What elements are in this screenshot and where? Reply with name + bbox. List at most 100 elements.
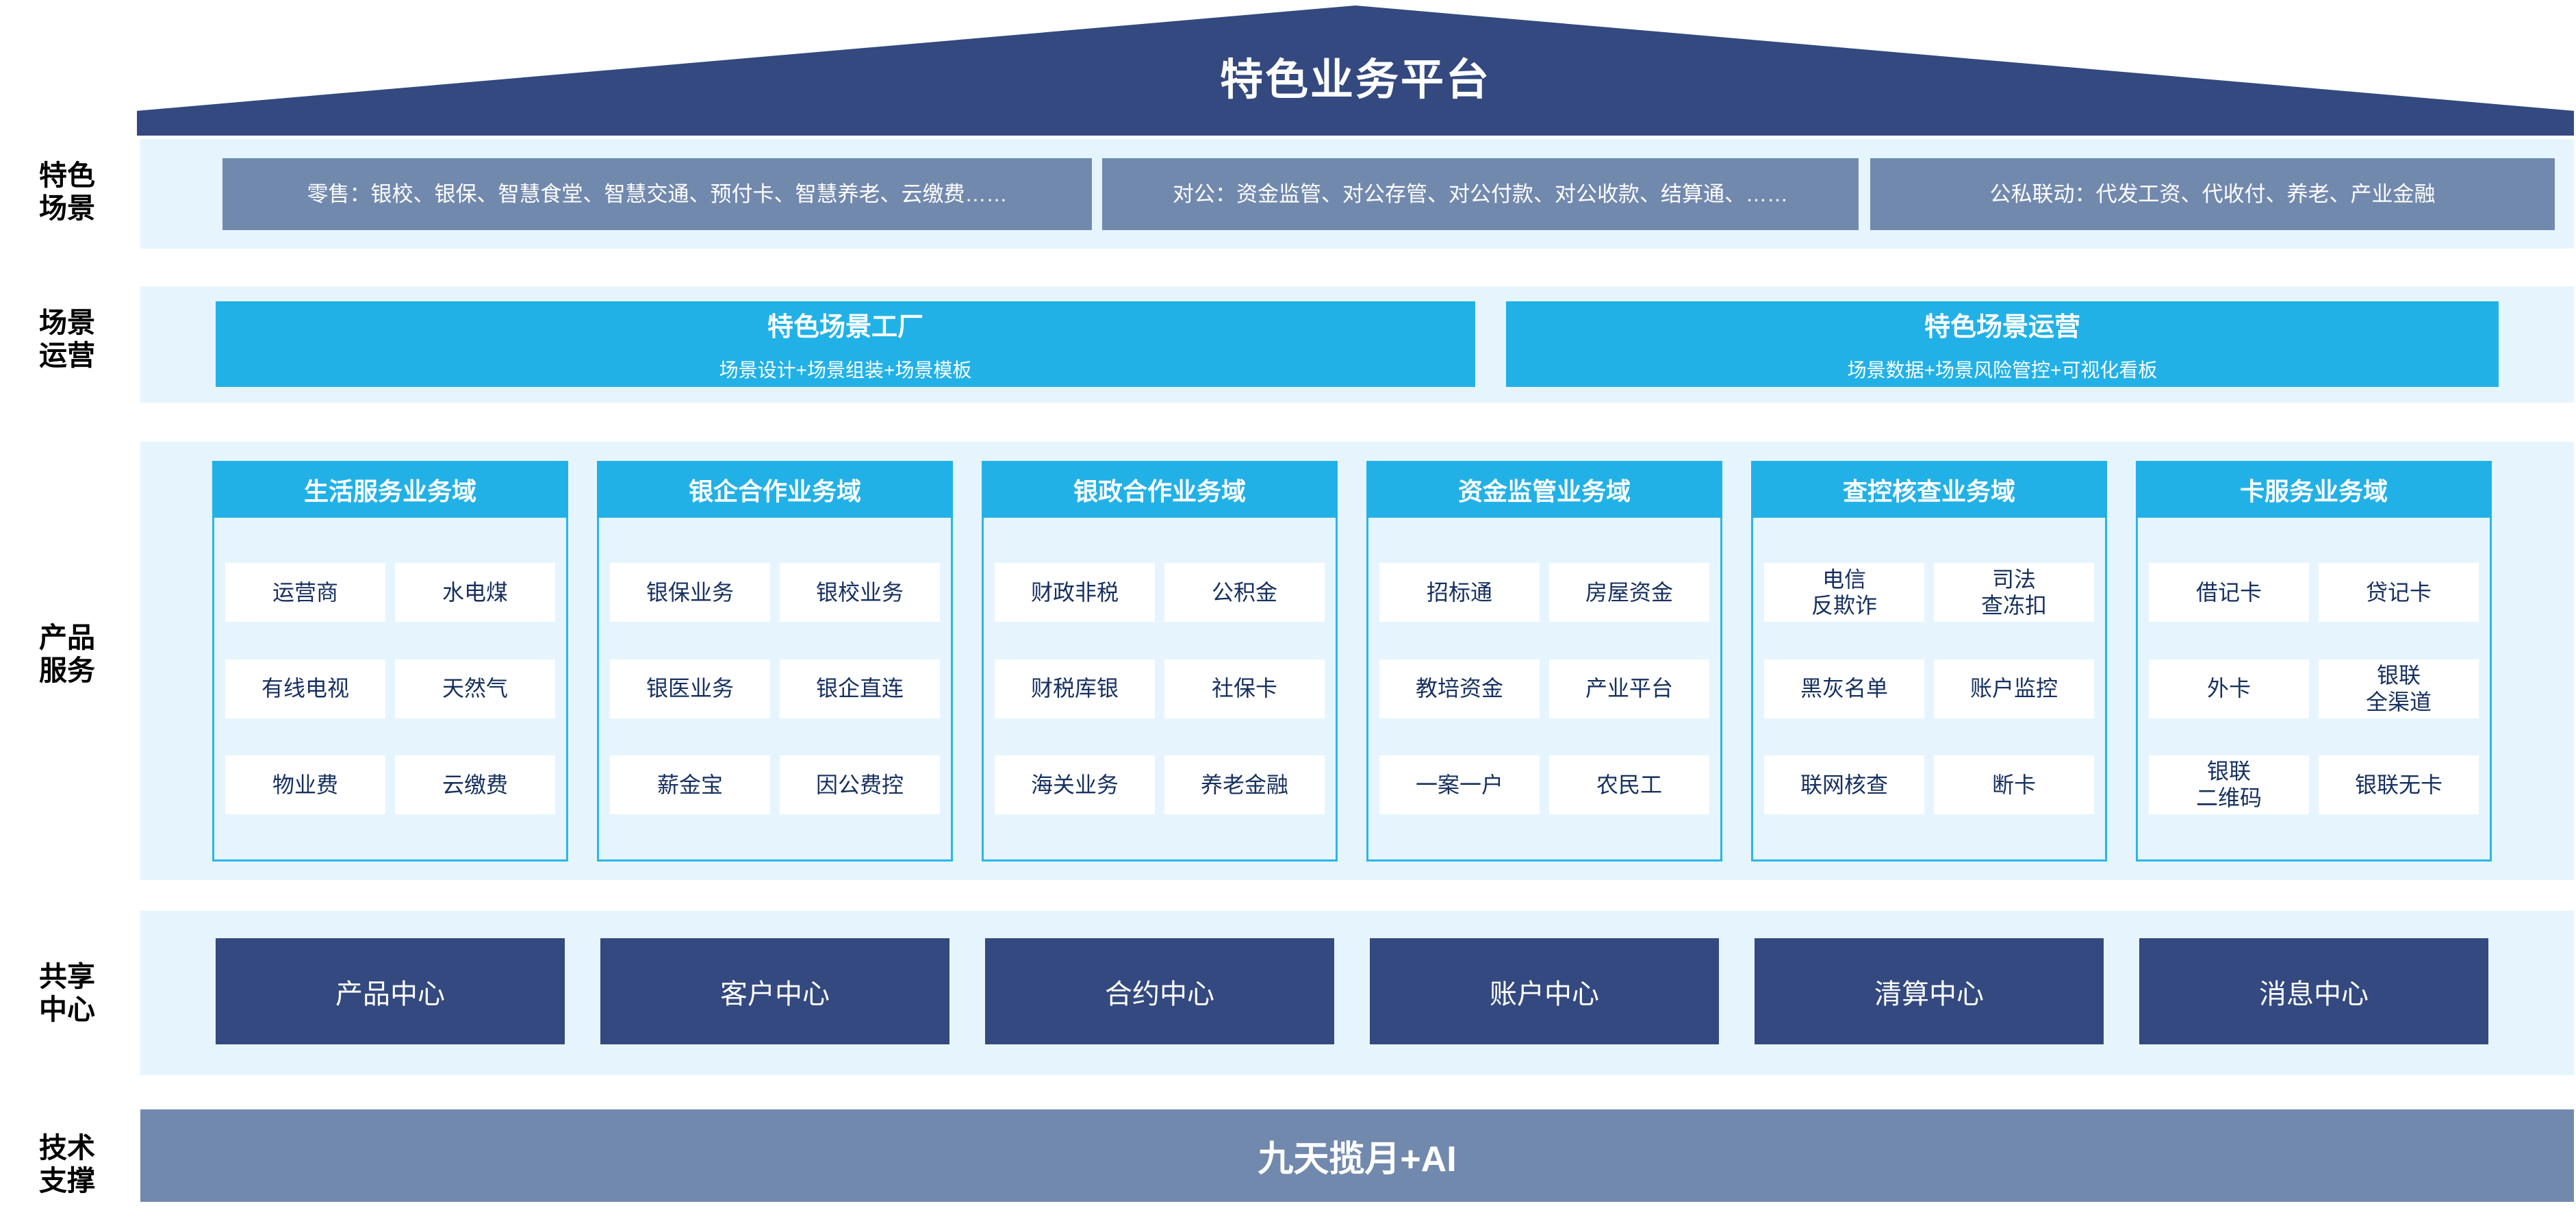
domain-body-bank-enterprise: 银保业务 银校业务 银医业务 银企直连 薪金宝 因公费控 — [597, 518, 953, 862]
domain-body-investigation-control: 电信 反欺诈 司法 查冻扣 黑灰名单 账户监控 联网核查 断卡 — [1751, 518, 2107, 862]
row-label-scenario: 特色 场景 — [5, 137, 129, 247]
shared-center-account[interactable]: 账户中心 — [1370, 938, 1719, 1044]
domain-row: 运营商 水电煤 — [225, 563, 555, 623]
domain-cell[interactable]: 运营商 — [225, 563, 385, 623]
domain-cell[interactable]: 银联无卡 — [2319, 755, 2479, 814]
domain-cell[interactable]: 因公费控 — [780, 755, 940, 814]
scenario-panel: 零售：银校、银保、智慧食堂、智慧交通、预付卡、智慧养老、云缴费…… 对公：资金监… — [140, 139, 2574, 249]
domain-cell[interactable]: 断卡 — [1934, 755, 2094, 814]
domain-cell[interactable]: 银企直连 — [780, 659, 940, 718]
domain-row: 海关业务 养老金融 — [995, 755, 1325, 814]
domain-title-card-service: 卡服务业务域 — [2136, 461, 2492, 518]
domain-row: 财政非税 公积金 — [995, 563, 1325, 623]
scenario-box-public-private[interactable]: 公私联动：代发工资、代收付、养老、产业金融 — [1870, 158, 2555, 230]
domain-cell[interactable]: 贷记卡 — [2319, 563, 2479, 623]
domain-cell[interactable]: 物业费 — [225, 755, 385, 814]
domain-row: 联网核查 断卡 — [1764, 755, 2094, 814]
domain-title-investigation-control: 查控核查业务域 — [1751, 461, 2107, 518]
domain-cell[interactable]: 云缴费 — [395, 755, 555, 814]
domain-row: 财税库银 社保卡 — [995, 659, 1325, 718]
row-label-tech-support-line2: 支撑 — [39, 1165, 95, 1196]
row-label-product-line2: 服务 — [39, 655, 95, 686]
operation-panel: 特色场景工厂 场景设计+场景组装+场景模板 特色场景运营 场景数据+场景风险管控… — [140, 286, 2574, 403]
row-label-scenario-line2: 场景 — [39, 192, 95, 224]
domain-row: 银保业务 银校业务 — [610, 563, 940, 623]
domain-cell[interactable]: 招标通 — [1379, 563, 1540, 623]
domain-cell[interactable]: 电信 反欺诈 — [1764, 563, 1924, 623]
domain-cell[interactable]: 有线电视 — [225, 659, 385, 718]
domain-title-bank-enterprise: 银企合作业务域 — [597, 461, 953, 518]
domain-column-investigation-control: 查控核查业务域 电信 反欺诈 司法 查冻扣 黑灰名单 账户监控 联网核查 断卡 — [1751, 461, 2107, 862]
domain-cell[interactable]: 外卡 — [2149, 659, 2309, 718]
row-label-operation: 场景 运营 — [5, 284, 129, 394]
domain-column-life-service: 生活服务业务域 运营商 水电煤 有线电视 天然气 物业费 云缴费 — [212, 461, 568, 862]
operation-box-scene-operation-title: 特色场景运营 — [1924, 313, 2080, 342]
domain-cell[interactable]: 房屋资金 — [1549, 563, 1709, 623]
row-label-operation-line1: 场景 — [39, 306, 95, 338]
domain-row: 外卡 银联 全渠道 — [2149, 659, 2479, 718]
domain-body-life-service: 运营商 水电煤 有线电视 天然气 物业费 云缴费 — [212, 518, 568, 862]
domain-cell[interactable]: 借记卡 — [2149, 563, 2309, 623]
domain-row: 一案一户 农民工 — [1379, 755, 1709, 814]
domain-column-card-service: 卡服务业务域 借记卡 贷记卡 外卡 银联 全渠道 银联 二维码 银联无卡 — [2136, 461, 2492, 862]
tech-support-bar[interactable]: 九天揽月+AI — [140, 1109, 2574, 1202]
domain-title-life-service: 生活服务业务域 — [212, 461, 568, 518]
operation-box-scene-factory[interactable]: 特色场景工厂 场景设计+场景组装+场景模板 — [216, 301, 1475, 387]
row-label-shared-center-line1: 共享 — [39, 960, 95, 992]
domain-cell[interactable]: 公积金 — [1164, 563, 1325, 623]
domain-cell[interactable]: 银联 全渠道 — [2319, 659, 2479, 718]
platform-roof: 特色业务平台 — [137, 5, 2574, 136]
domain-cell[interactable]: 银医业务 — [610, 659, 770, 718]
row-label-shared-center-line2: 中心 — [39, 994, 95, 1025]
scenario-box-retail[interactable]: 零售：银校、银保、智慧食堂、智慧交通、预付卡、智慧养老、云缴费…… — [222, 158, 1092, 230]
domain-cell[interactable]: 薪金宝 — [610, 755, 770, 814]
domain-row: 薪金宝 因公费控 — [610, 755, 940, 814]
domain-body-bank-government: 财政非税 公积金 财税库银 社保卡 海关业务 养老金融 — [982, 518, 1338, 862]
domain-body-card-service: 借记卡 贷记卡 外卡 银联 全渠道 银联 二维码 银联无卡 — [2136, 518, 2492, 862]
shared-center-product[interactable]: 产品中心 — [216, 938, 565, 1044]
scenario-box-corporate[interactable]: 对公：资金监管、对公存管、对公付款、对公收款、结算通、…… — [1102, 158, 1859, 230]
domain-cell[interactable]: 教培资金 — [1379, 659, 1540, 718]
domain-row: 黑灰名单 账户监控 — [1764, 659, 2094, 718]
domain-column-bank-government: 银政合作业务域 财政非税 公积金 财税库银 社保卡 海关业务 养老金融 — [982, 461, 1338, 862]
domain-title-bank-government: 银政合作业务域 — [982, 461, 1338, 518]
domain-column-fund-supervision: 资金监管业务域 招标通 房屋资金 教培资金 产业平台 一案一户 农民工 — [1366, 461, 1722, 862]
shared-center-contract[interactable]: 合约中心 — [985, 938, 1334, 1044]
operation-box-scene-factory-title: 特色场景工厂 — [767, 313, 923, 342]
domain-cell[interactable]: 财政非税 — [995, 563, 1155, 623]
domain-cell[interactable]: 养老金融 — [1164, 755, 1325, 814]
shared-center-customer[interactable]: 客户中心 — [600, 938, 949, 1044]
row-label-scenario-line1: 特色 — [39, 159, 95, 191]
domain-cell[interactable]: 黑灰名单 — [1764, 659, 1924, 718]
shared-center-message[interactable]: 消息中心 — [2139, 938, 2488, 1044]
domain-row: 借记卡 贷记卡 — [2149, 563, 2479, 623]
domain-cell[interactable]: 财税库银 — [995, 659, 1155, 718]
domain-row: 电信 反欺诈 司法 查冻扣 — [1764, 563, 2094, 623]
domain-cell[interactable]: 联网核查 — [1764, 755, 1924, 814]
shared-center-settlement[interactable]: 清算中心 — [1755, 938, 2104, 1044]
domain-cell[interactable]: 银校业务 — [780, 563, 940, 623]
domain-row: 银联 二维码 银联无卡 — [2149, 755, 2479, 814]
domain-cell[interactable]: 账户监控 — [1934, 659, 2094, 718]
domain-cell[interactable]: 社保卡 — [1164, 659, 1325, 718]
domain-cell[interactable]: 司法 查冻扣 — [1934, 563, 2094, 623]
domain-column-bank-enterprise: 银企合作业务域 银保业务 银校业务 银医业务 银企直连 薪金宝 因公费控 — [597, 461, 953, 862]
domain-title-fund-supervision: 资金监管业务域 — [1366, 461, 1722, 518]
domain-cell[interactable]: 产业平台 — [1549, 659, 1709, 718]
domain-cell[interactable]: 农民工 — [1549, 755, 1709, 814]
domain-row: 招标通 房屋资金 — [1379, 563, 1709, 623]
domain-row: 有线电视 天然气 — [225, 659, 555, 718]
operation-box-scene-operation-subtitle: 场景数据+场景风险管控+可视化看板 — [1847, 360, 2158, 381]
domain-cell[interactable]: 天然气 — [395, 659, 555, 718]
operation-box-scene-operation[interactable]: 特色场景运营 场景数据+场景风险管控+可视化看板 — [1506, 301, 2499, 387]
domain-cell[interactable]: 海关业务 — [995, 755, 1155, 814]
row-label-shared-center: 共享 中心 — [5, 938, 129, 1048]
domain-cell[interactable]: 银联 二维码 — [2149, 755, 2309, 814]
domain-cell[interactable]: 银保业务 — [610, 563, 770, 623]
operation-box-scene-factory-subtitle: 场景设计+场景组装+场景模板 — [719, 360, 972, 381]
domain-cell[interactable]: 一案一户 — [1379, 755, 1540, 814]
domain-cell[interactable]: 水电煤 — [395, 563, 555, 623]
domain-row: 教培资金 产业平台 — [1379, 659, 1709, 718]
row-label-operation-line2: 运营 — [39, 340, 95, 371]
